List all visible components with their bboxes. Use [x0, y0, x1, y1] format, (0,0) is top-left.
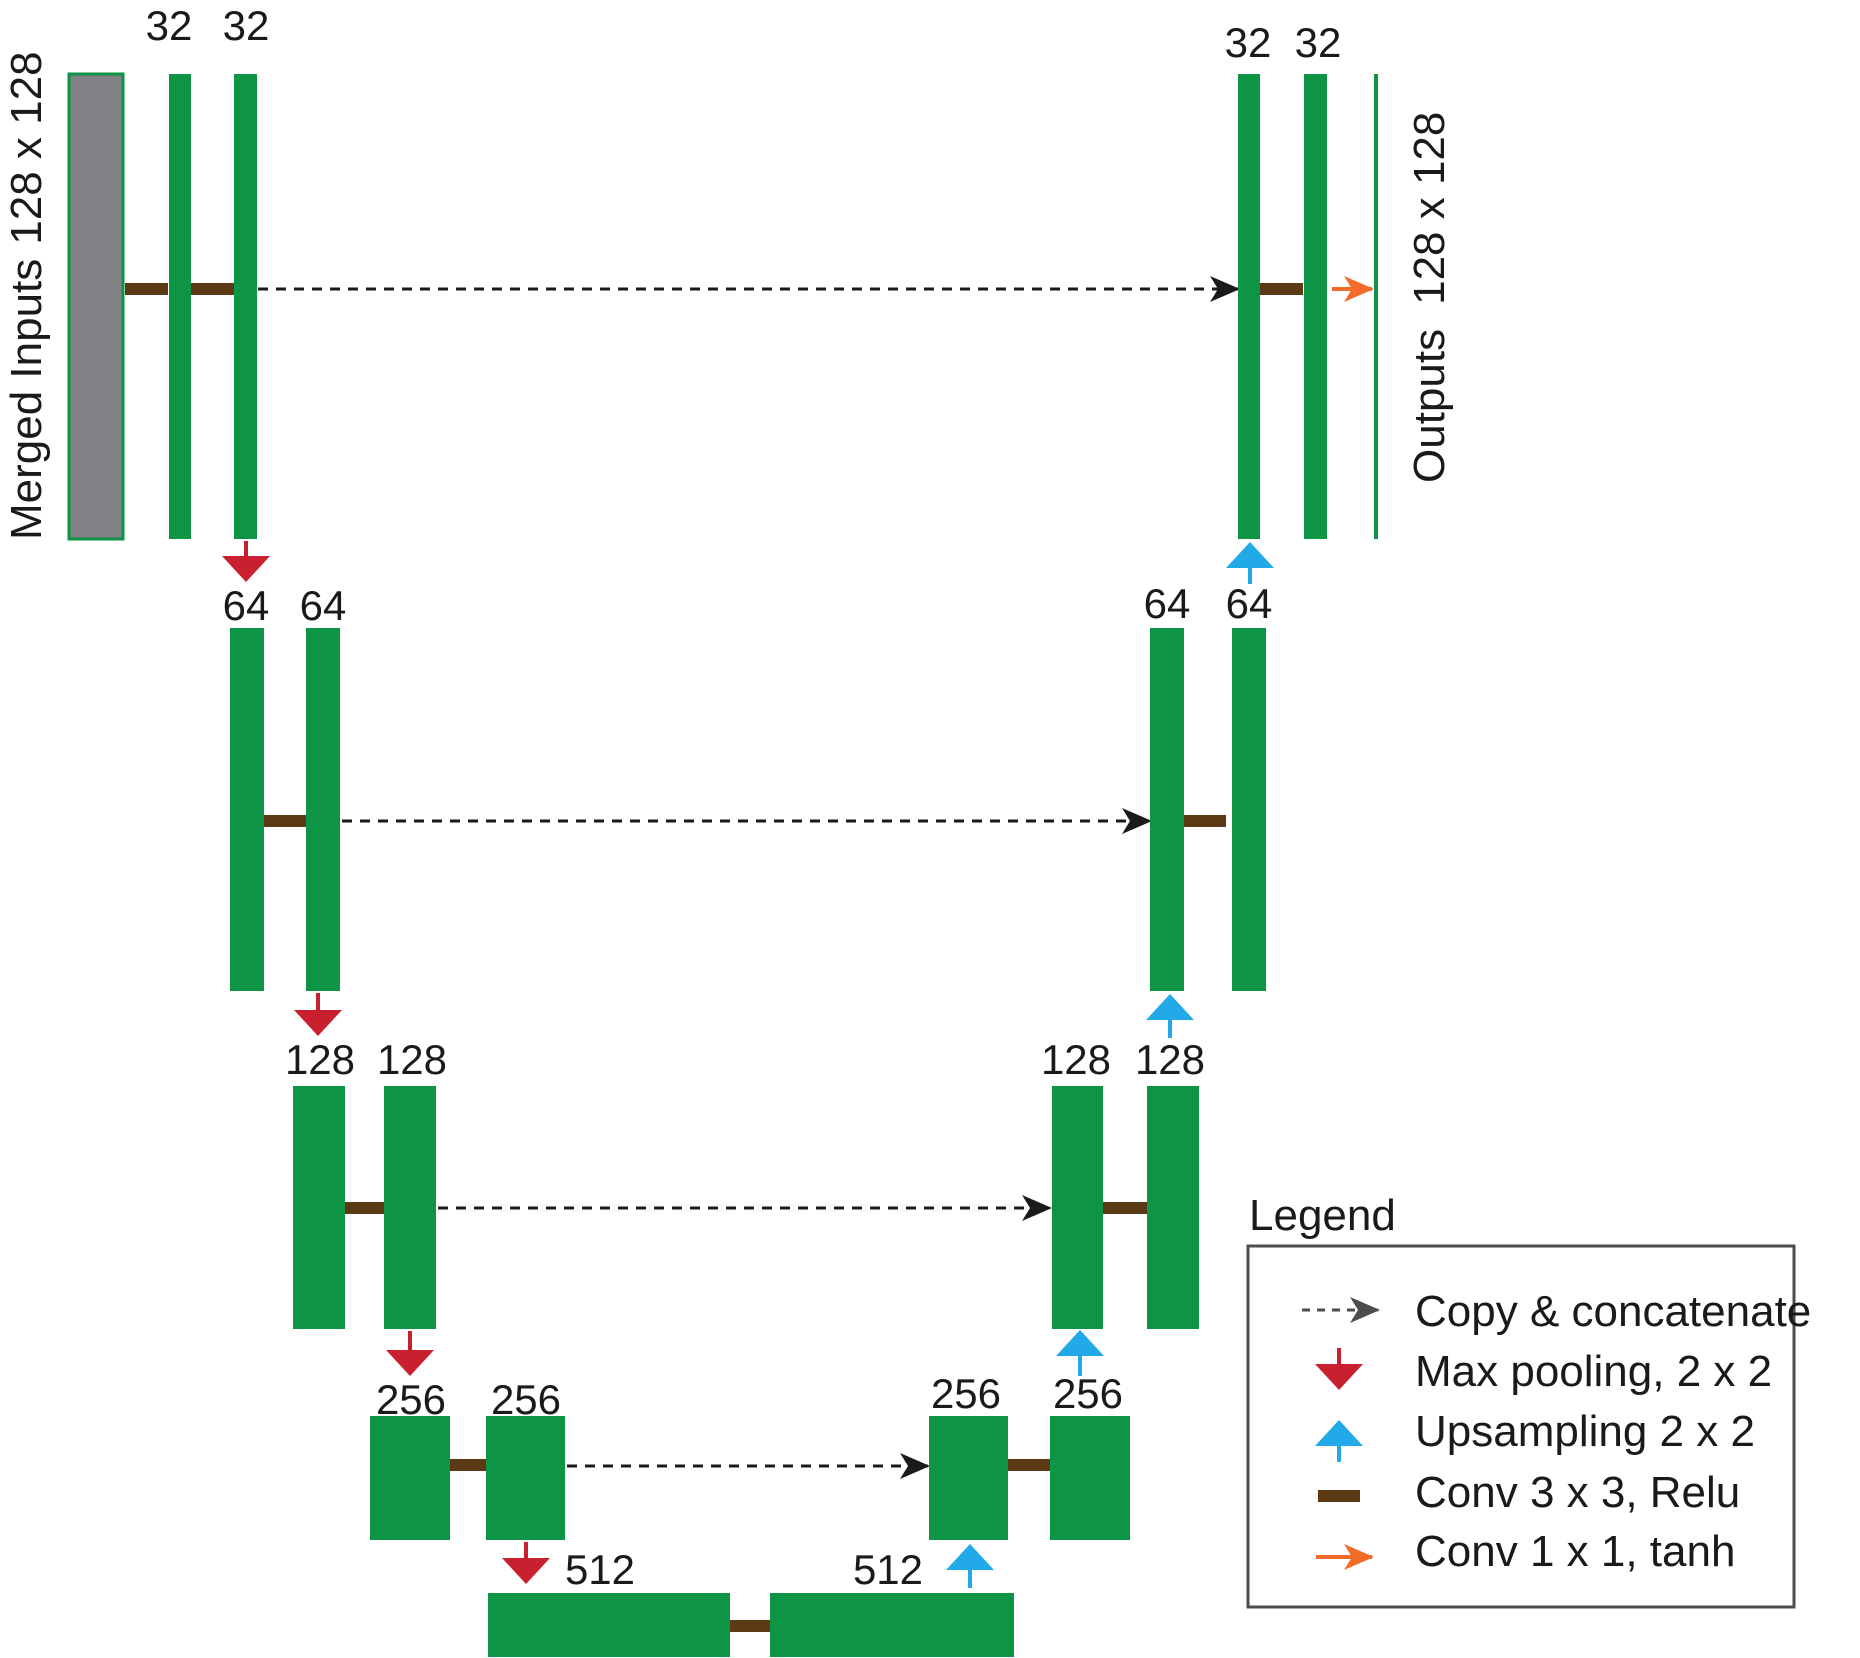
- dec3-label-1: 128: [1041, 1036, 1111, 1083]
- enc4-map-2: [486, 1416, 565, 1540]
- output-label: Outputs128 x 128: [1405, 112, 1454, 483]
- enc1-label-1: 32: [146, 2, 193, 49]
- enc3-map-1: [293, 1086, 345, 1329]
- dec2-label-1: 64: [1144, 580, 1191, 627]
- blue-up-arrow-icon: [1315, 1420, 1363, 1446]
- conv-connector: [1103, 1202, 1147, 1214]
- dec1-label-2: 32: [1295, 19, 1342, 66]
- brown-bar-icon: [1318, 1490, 1360, 1502]
- bottleneck-label-1: 512: [565, 1546, 635, 1593]
- dec1-label-1: 32: [1225, 19, 1272, 66]
- conv-connector: [450, 1459, 486, 1471]
- dec3-map-2: [1147, 1086, 1199, 1329]
- output-map: [1374, 74, 1378, 539]
- enc1-map-1: [169, 74, 191, 539]
- legend-label-conv1: Conv 1 x 1, tanh: [1415, 1527, 1735, 1576]
- conv-connector: [1260, 283, 1303, 295]
- enc3-label-1: 128: [285, 1036, 355, 1083]
- legend-label-pool: Max pooling, 2 x 2: [1415, 1347, 1772, 1396]
- enc1-label-2: 32: [223, 2, 270, 49]
- conv-connector: [1008, 1459, 1050, 1471]
- max-pool-arrow-2: [294, 1010, 342, 1036]
- upsample-arrow-2: [1146, 994, 1194, 1020]
- legend-label-copy: Copy & concatenate: [1415, 1287, 1811, 1336]
- max-pool-arrow-4: [502, 1558, 550, 1584]
- conv-connector: [730, 1620, 770, 1632]
- dec2-label-2: 64: [1226, 580, 1273, 627]
- max-pool-arrow-1: [222, 556, 270, 582]
- legend-title: Legend: [1249, 1191, 1396, 1240]
- enc2-label-1: 64: [223, 582, 270, 629]
- conv-connector: [1184, 815, 1226, 827]
- enc3-label-2: 128: [377, 1036, 447, 1083]
- legend-item-copy: Copy & concatenate: [1302, 1287, 1811, 1336]
- enc1-map-2: [234, 74, 257, 539]
- dec4-label-2: 256: [1053, 1370, 1123, 1417]
- legend-item-conv1: Conv 1 x 1, tanh: [1316, 1527, 1735, 1576]
- conv-connector: [191, 283, 234, 295]
- bottleneck-label-2: 512: [853, 1546, 923, 1593]
- bottleneck-map-1: [488, 1593, 730, 1657]
- enc4-label-1: 256: [376, 1376, 446, 1423]
- dec4-map-2: [1050, 1416, 1130, 1540]
- red-down-arrow-icon: [1315, 1364, 1363, 1390]
- upsample-arrow-4: [946, 1544, 994, 1570]
- conv-connector: [264, 815, 306, 827]
- enc2-map-2: [306, 628, 340, 991]
- legend-label-conv3: Conv 3 x 3, Relu: [1415, 1468, 1740, 1517]
- conv-connector: [345, 1202, 384, 1214]
- legend-item-conv3: Conv 3 x 3, Relu: [1318, 1468, 1740, 1517]
- enc2-label-2: 64: [300, 582, 347, 629]
- enc4-label-2: 256: [491, 1376, 561, 1423]
- bottleneck-map-2: [770, 1593, 1014, 1657]
- upsample-arrow-3: [1056, 1330, 1104, 1356]
- dec1-map-2: [1304, 74, 1327, 539]
- dec1-map-1: [1238, 74, 1260, 539]
- enc3-map-2: [384, 1086, 436, 1329]
- upsample-arrow-1: [1226, 542, 1274, 568]
- legend-item-upsample: Upsampling 2 x 2: [1315, 1407, 1755, 1462]
- max-pool-arrow-3: [386, 1350, 434, 1376]
- conv-connector: [125, 283, 168, 295]
- legend-label-upsample: Upsampling 2 x 2: [1415, 1407, 1755, 1456]
- legend-item-pool: Max pooling, 2 x 2: [1315, 1347, 1772, 1396]
- input-block: [67, 72, 125, 541]
- dec3-map-1: [1052, 1086, 1103, 1329]
- enc4-map-1: [370, 1416, 450, 1540]
- dec2-map-2: [1232, 628, 1266, 991]
- dec4-map-1: [929, 1416, 1008, 1540]
- input-label: Merged Inputs128 x 128: [2, 51, 51, 540]
- dec2-map-1: [1150, 628, 1184, 991]
- enc2-map-1: [230, 628, 264, 991]
- dec4-label-1: 256: [931, 1370, 1001, 1417]
- dec3-label-2: 128: [1135, 1036, 1205, 1083]
